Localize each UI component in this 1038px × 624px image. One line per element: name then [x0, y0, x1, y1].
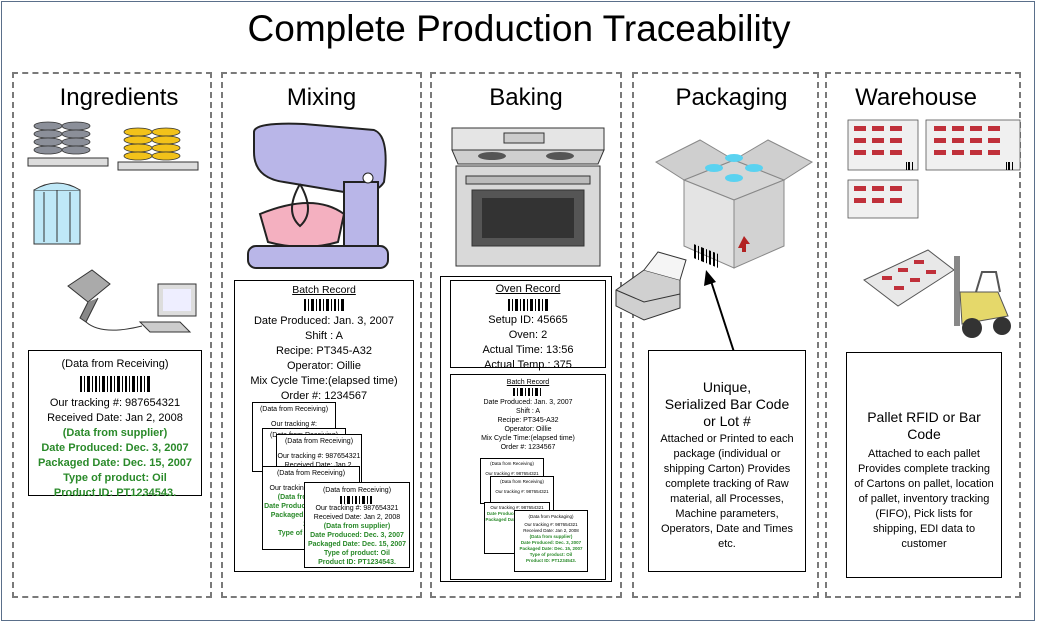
column-heading-ingredients: Ingredients — [59, 84, 179, 111]
oven-batch-recipe: Recipe: PT345-A32 — [497, 417, 559, 424]
barcode-scanner-computer-icon — [67, 269, 197, 333]
tiny-packaging-supplier: (Data from supplier) — [529, 534, 573, 539]
batch-cycle-time: Mix Cycle Time:(elapsed time) — [250, 375, 398, 387]
tiny-packaging-product-id: Product ID: PT1234543. — [525, 558, 577, 563]
column-heading-mixing: Mixing — [286, 84, 357, 111]
receiving-date: Received Date: Jan 2, 2008 — [47, 412, 183, 424]
forklift-icon — [863, 249, 1011, 338]
tiny-receiving-heading: (Data from Receiving) — [500, 479, 544, 484]
warehouse-heading-1: Pallet RFID or Bar — [867, 409, 981, 425]
warehouse-body: Attached to each pallet Provides complet… — [854, 448, 994, 550]
supplier-product-id: Product ID: PT1234543. — [53, 487, 177, 499]
supplier-date-produced: Date Produced: Dec. 3, 2007 — [41, 442, 189, 454]
open-box-icon — [654, 139, 814, 269]
supplier-packaged-date: Packaged Date: Dec. 15, 2007 — [37, 457, 193, 469]
batch-shift: Shift : A — [305, 330, 343, 342]
tiny-receiving-tracking: Our tracking #: 987654321 — [490, 505, 544, 510]
tiny-packaging-packaged: Packaged Date: Dec. 15, 2007 — [519, 546, 583, 551]
oven-actual-temp: Actual Temp.: 375 — [484, 359, 572, 371]
supplier-product-type: Type of product: Oil — [63, 472, 167, 484]
mini-supplier-type: Type of product: Oil — [324, 550, 390, 557]
oven-actual-time: Actual Time: 13:56 — [482, 344, 574, 356]
packaging-heading-2: Serialized Bar Code — [664, 396, 790, 412]
label-printer-icon — [615, 251, 687, 321]
oven-heading: Oven Record — [495, 283, 561, 295]
tiny-packaging-date: Received Date: Jan 2, 2008 — [523, 528, 579, 533]
batch-record-card: Batch Record Date Produced: Jan. 3, 2007… — [242, 284, 406, 402]
page-title: Complete Production Traceability — [247, 8, 791, 49]
receiving-heading: (Data from Receiving) — [61, 358, 169, 370]
column-heading-packaging: Packaging — [675, 84, 788, 111]
mini-receiving-heading: (Data from Receiving) — [284, 438, 354, 445]
mini-supplier-product-id: Product ID: PT1234543. — [318, 559, 396, 566]
oven-batch-order: Order #: 1234567 — [500, 444, 556, 451]
receiving-record-card: (Data from Receiving) Our tracking #: 98… — [28, 350, 202, 499]
batch-date-produced: Date Produced: Jan. 3, 2007 — [253, 315, 395, 327]
column-heading-warehouse: Warehouse — [855, 84, 977, 111]
supplier-heading: (Data from supplier) — [62, 427, 168, 439]
arrow-to-box-icon — [704, 270, 735, 353]
column-baking — [430, 72, 622, 598]
mini-receiving-tracking: Our tracking #: 987654321 — [277, 453, 361, 460]
oven-batch-cycle: Mix Cycle Time:(elapsed time) — [481, 435, 575, 442]
column-warehouse — [825, 72, 1021, 598]
mini-supplier-produced: Date Produced: Dec. 3, 2007 — [310, 532, 404, 539]
batch-recipe: Recipe: PT345-A32 — [276, 345, 372, 357]
batch-heading: Batch Record — [292, 284, 356, 296]
mini-receiving-heading: (Data from Receiving) — [276, 470, 346, 477]
oven-icon — [451, 127, 605, 267]
mini-receiving-heading: (Data from Receiving) — [322, 487, 392, 494]
tiny-packaging-card-front: (Data from Packaging) Our tracking #: 98… — [514, 510, 588, 572]
mini-receiving-heading: (Data from Receiving) — [259, 406, 329, 413]
oven-number: Oven: 2 — [508, 329, 548, 341]
mini-supplier-packaged: Packaged Date: Dec. 15, 2007 — [307, 541, 407, 548]
barcode-icon — [508, 299, 548, 311]
tiny-packaging-tracking: Our tracking #: 987654321 — [524, 522, 578, 527]
warehouse-info-card: Pallet RFID or Bar Code Attached to each… — [846, 352, 1002, 578]
receiving-tracking: Our tracking #: 987654321 — [49, 397, 181, 409]
batch-order: Order #: 1234567 — [280, 390, 368, 402]
packaging-heading-1: Unique, — [702, 379, 752, 395]
tiny-packaging-produced: Date Produced: Dec. 3, 2007 — [520, 540, 582, 545]
column-packaging — [632, 72, 819, 598]
mini-supplier-heading: (Data from supplier) — [323, 523, 391, 530]
column-ingredients — [12, 72, 212, 598]
packaging-info-card: Unique, Serialized Bar Code or Lot # Att… — [648, 350, 806, 572]
column-heading-baking: Baking — [489, 84, 563, 111]
tiny-receiving-tracking: Our tracking #: 987654321 — [495, 489, 549, 494]
tiny-receiving-tracking: Our tracking #: 987654321 — [485, 471, 539, 476]
tiny-receiving-heading: (Data from Receiving) — [490, 461, 534, 466]
mini-receiving-date: Received Date: Jan 2, 2008 — [313, 514, 401, 521]
tiny-packaging-heading: (Data from Packaging) — [528, 514, 574, 519]
oven-record-card: Oven Record Setup ID: 45665 Oven: 2 Actu… — [450, 280, 606, 371]
warehouse-heading-2: Code — [907, 426, 941, 442]
oven-batch-shift: Shift : A — [515, 408, 541, 415]
oven-setup-id: Setup ID: 45665 — [488, 314, 568, 326]
barcode-icon — [80, 376, 150, 392]
oven-batch-operator: Operator: Oillie — [504, 426, 552, 433]
tiny-packaging-type: Type of product: Oil — [529, 552, 573, 557]
barcode-icon — [304, 299, 344, 311]
mini-receiving-tracking: Our tracking #: 987654321 — [315, 505, 399, 512]
warehouse-pallets-icon — [847, 119, 1021, 219]
barcode-icon — [513, 388, 541, 396]
packaging-heading-3: or Lot # — [703, 413, 751, 429]
mini-receiving-card-front: (Data from Receiving) Our tracking #: 98… — [304, 482, 410, 568]
oven-batch-produced: Date Produced: Jan. 3, 2007 — [483, 399, 573, 406]
oven-batch-heading: Batch Record — [506, 379, 550, 386]
mixer-icon — [247, 122, 389, 269]
tank-icon — [33, 182, 81, 245]
batch-operator: Operator: Oillie — [287, 360, 361, 372]
column-mixing — [221, 72, 422, 598]
pallet-stacks-icon — [27, 121, 199, 171]
barcode-icon — [340, 496, 372, 504]
packaging-body: Attached or Printed to each package (ind… — [660, 433, 794, 550]
